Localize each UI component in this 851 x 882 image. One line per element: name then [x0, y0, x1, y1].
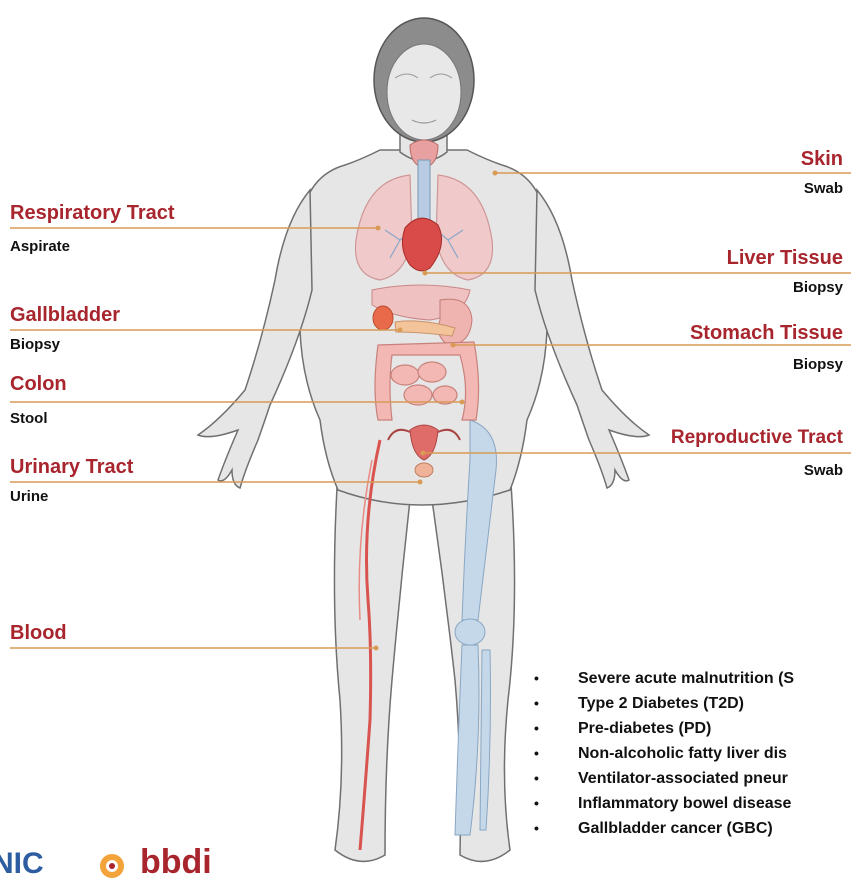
disease-item: Ventilator-associated pneur: [532, 766, 794, 791]
disease-item: Severe acute malnutrition (S: [532, 666, 794, 691]
reproductive-tract-sample: Swab: [804, 462, 843, 479]
blood-label: Blood: [10, 622, 67, 645]
reproductive-tract-label: Reproductive Tract: [671, 427, 843, 449]
disease-item: Non-alcoholic fatty liver dis: [532, 741, 794, 766]
skin-sample: Swab: [804, 180, 843, 197]
disease-list: Severe acute malnutrition (S Type 2 Diab…: [532, 666, 794, 841]
stomach-tissue-label: Stomach Tissue: [690, 322, 843, 345]
skin-label: Skin: [801, 148, 843, 171]
urinary-tract-sample: Urine: [10, 488, 48, 505]
respiratory-tract-label: Respiratory Tract: [10, 202, 175, 225]
liver-tissue-label: Liver Tissue: [727, 247, 843, 270]
disease-item: Gallbladder cancer (GBC): [532, 816, 794, 841]
urinary-tract-label: Urinary Tract: [10, 456, 133, 479]
disease-item: Type 2 Diabetes (T2D): [532, 691, 794, 716]
disease-item: Pre-diabetes (PD): [532, 716, 794, 741]
stomach-tissue-sample: Biopsy: [793, 356, 843, 373]
logo-text: bbdi: [140, 843, 212, 882]
gallbladder: [373, 306, 393, 330]
liver-tissue-sample: Biopsy: [793, 279, 843, 296]
respiratory-tract-sample: Aspirate: [10, 238, 70, 255]
colon-label: Colon: [10, 373, 67, 396]
logo-flower-icon: [100, 854, 124, 878]
gallbladder-label: Gallbladder: [10, 304, 120, 327]
gallbladder-sample: Biopsy: [10, 336, 60, 353]
logo-left-text: NIC: [0, 847, 44, 881]
colon-sample: Stool: [10, 410, 48, 427]
disease-item: Inflammatory bowel disease: [532, 791, 794, 816]
head: [374, 18, 474, 142]
bladder: [415, 463, 433, 477]
